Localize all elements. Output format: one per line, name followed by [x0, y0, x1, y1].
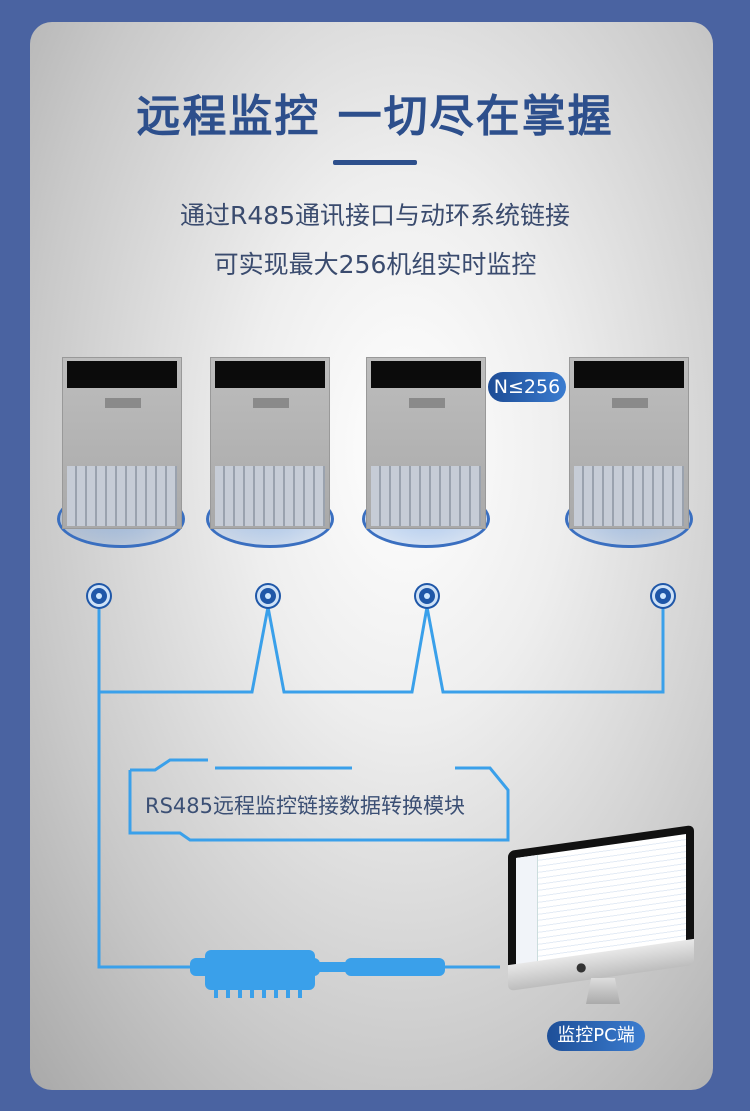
connection-node-3 [416, 585, 438, 607]
ac-unit-3 [366, 357, 486, 529]
title-divider [333, 160, 417, 165]
unit-count-badge: N≤256 [488, 372, 566, 402]
pc-label: 监控PC端 [547, 1021, 645, 1051]
connection-node-4 [652, 585, 674, 607]
ac-unit-2 [210, 357, 330, 529]
subtitle-line-1: 通过R485通讯接口与动环系统链接 [179, 201, 571, 230]
apple-logo-icon: ● [576, 960, 587, 974]
module-label: RS485远程监控链接数据转换模块 [145, 794, 466, 818]
monitor-stand [586, 978, 620, 1004]
bus-line [97, 606, 665, 694]
converter-icon [190, 950, 445, 998]
trunk-line [97, 692, 195, 969]
subtitle-line-2: 可实现最大256机组实时监控 [213, 250, 537, 279]
ac-unit-4 [569, 357, 689, 529]
ac-unit-1 [62, 357, 182, 529]
module-frame [128, 766, 510, 842]
connection-node-2 [257, 585, 279, 607]
page-title: 远程监控 一切尽在掌握 [136, 91, 614, 142]
connection-node-1 [88, 585, 110, 607]
